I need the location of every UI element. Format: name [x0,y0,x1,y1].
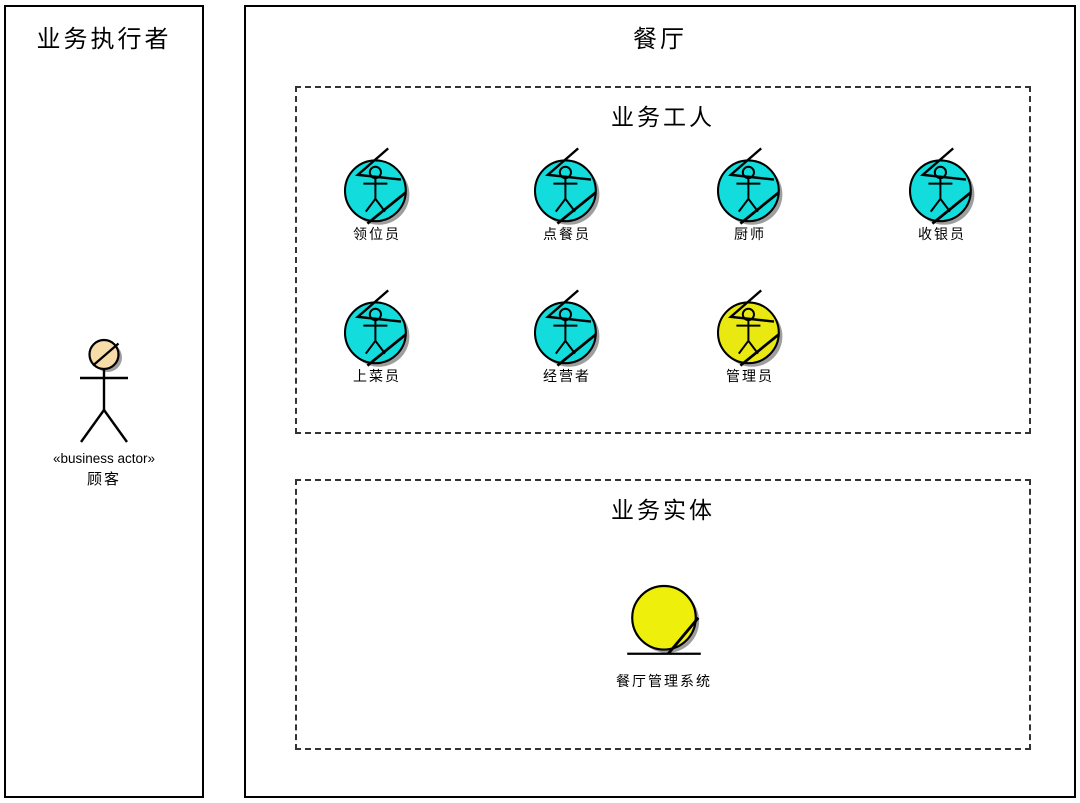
stick-left-leg [365,340,377,355]
actor-head-slash [92,342,120,367]
business-worker-icon [343,147,410,225]
business-worker-icon [343,289,410,367]
worker-chord [739,191,780,225]
business-worker-icon [716,147,783,225]
entity-label: 餐厅管理系统 [616,675,712,690]
business-entities-box: 业务实体 餐厅管理系统 [295,479,1031,750]
entity-chord [667,616,700,655]
stick-left-leg [555,198,567,213]
business-actors-panel-title: 业务执行者 [36,27,172,53]
business-actor-customer: «business actor» 顾客 [6,338,202,489]
worker-chord [366,333,407,367]
business-worker-operator: 经营者 [492,288,642,387]
actor-right-leg [103,409,128,443]
business-worker-icon [533,289,600,367]
actor-left-leg [80,409,105,443]
worker-label: 管理员 [726,370,774,385]
worker-label: 点餐员 [543,228,591,243]
stick-left-leg [555,340,567,355]
business-worker-manager: 管理员 [675,288,825,387]
business-actors-panel: 业务执行者 «business actor» 顾客 [4,5,204,798]
worker-label: 领位员 [353,228,401,243]
worker-label: 经营者 [543,370,591,385]
worker-label: 厨师 [734,228,766,243]
business-workers-box: 业务工人 领位员 [295,86,1031,434]
worker-slash [354,147,402,181]
business-worker-chef: 厨师 [675,146,825,245]
worker-chord [931,191,972,225]
actor-name: 顾客 [86,472,121,488]
worker-chord [739,333,780,367]
business-worker-food-server: 上菜员 [302,288,452,387]
stick-left-leg [930,198,942,213]
worker-label: 收银员 [918,228,966,243]
worker-slash [919,147,967,181]
business-worker-icon [533,147,600,225]
business-workers-title: 业务工人 [611,105,715,130]
worker-slash [354,289,402,323]
stick-left-leg [738,198,750,213]
restaurant-panel-title: 餐厅 [633,27,687,53]
business-entity-restaurant-management-system: 餐厅管理系统 [574,581,754,692]
worker-slash [544,147,592,181]
business-worker-host: 领位员 [302,146,452,245]
worker-label: 上菜员 [353,370,401,385]
worker-chord [556,191,597,225]
worker-chord [366,191,407,225]
stick-left-leg [738,340,750,355]
worker-slash [727,289,775,323]
worker-chord [556,333,597,367]
worker-slash [727,147,775,181]
business-worker-icon [716,289,783,367]
worker-slash [544,289,592,323]
stick-left-leg [365,198,377,213]
restaurant-panel: 餐厅 业务工人 领位员 [244,5,1076,798]
business-entity-icon [627,584,701,655]
business-actor-icon [80,338,128,443]
entity-circle [631,584,697,651]
business-worker-order-taker: 点餐员 [492,146,642,245]
business-entities-title: 业务实体 [611,498,715,523]
business-worker-icon [908,147,975,225]
business-worker-cashier: 收银员 [867,146,1017,245]
actor-stereotype: «business actor» [52,451,156,466]
